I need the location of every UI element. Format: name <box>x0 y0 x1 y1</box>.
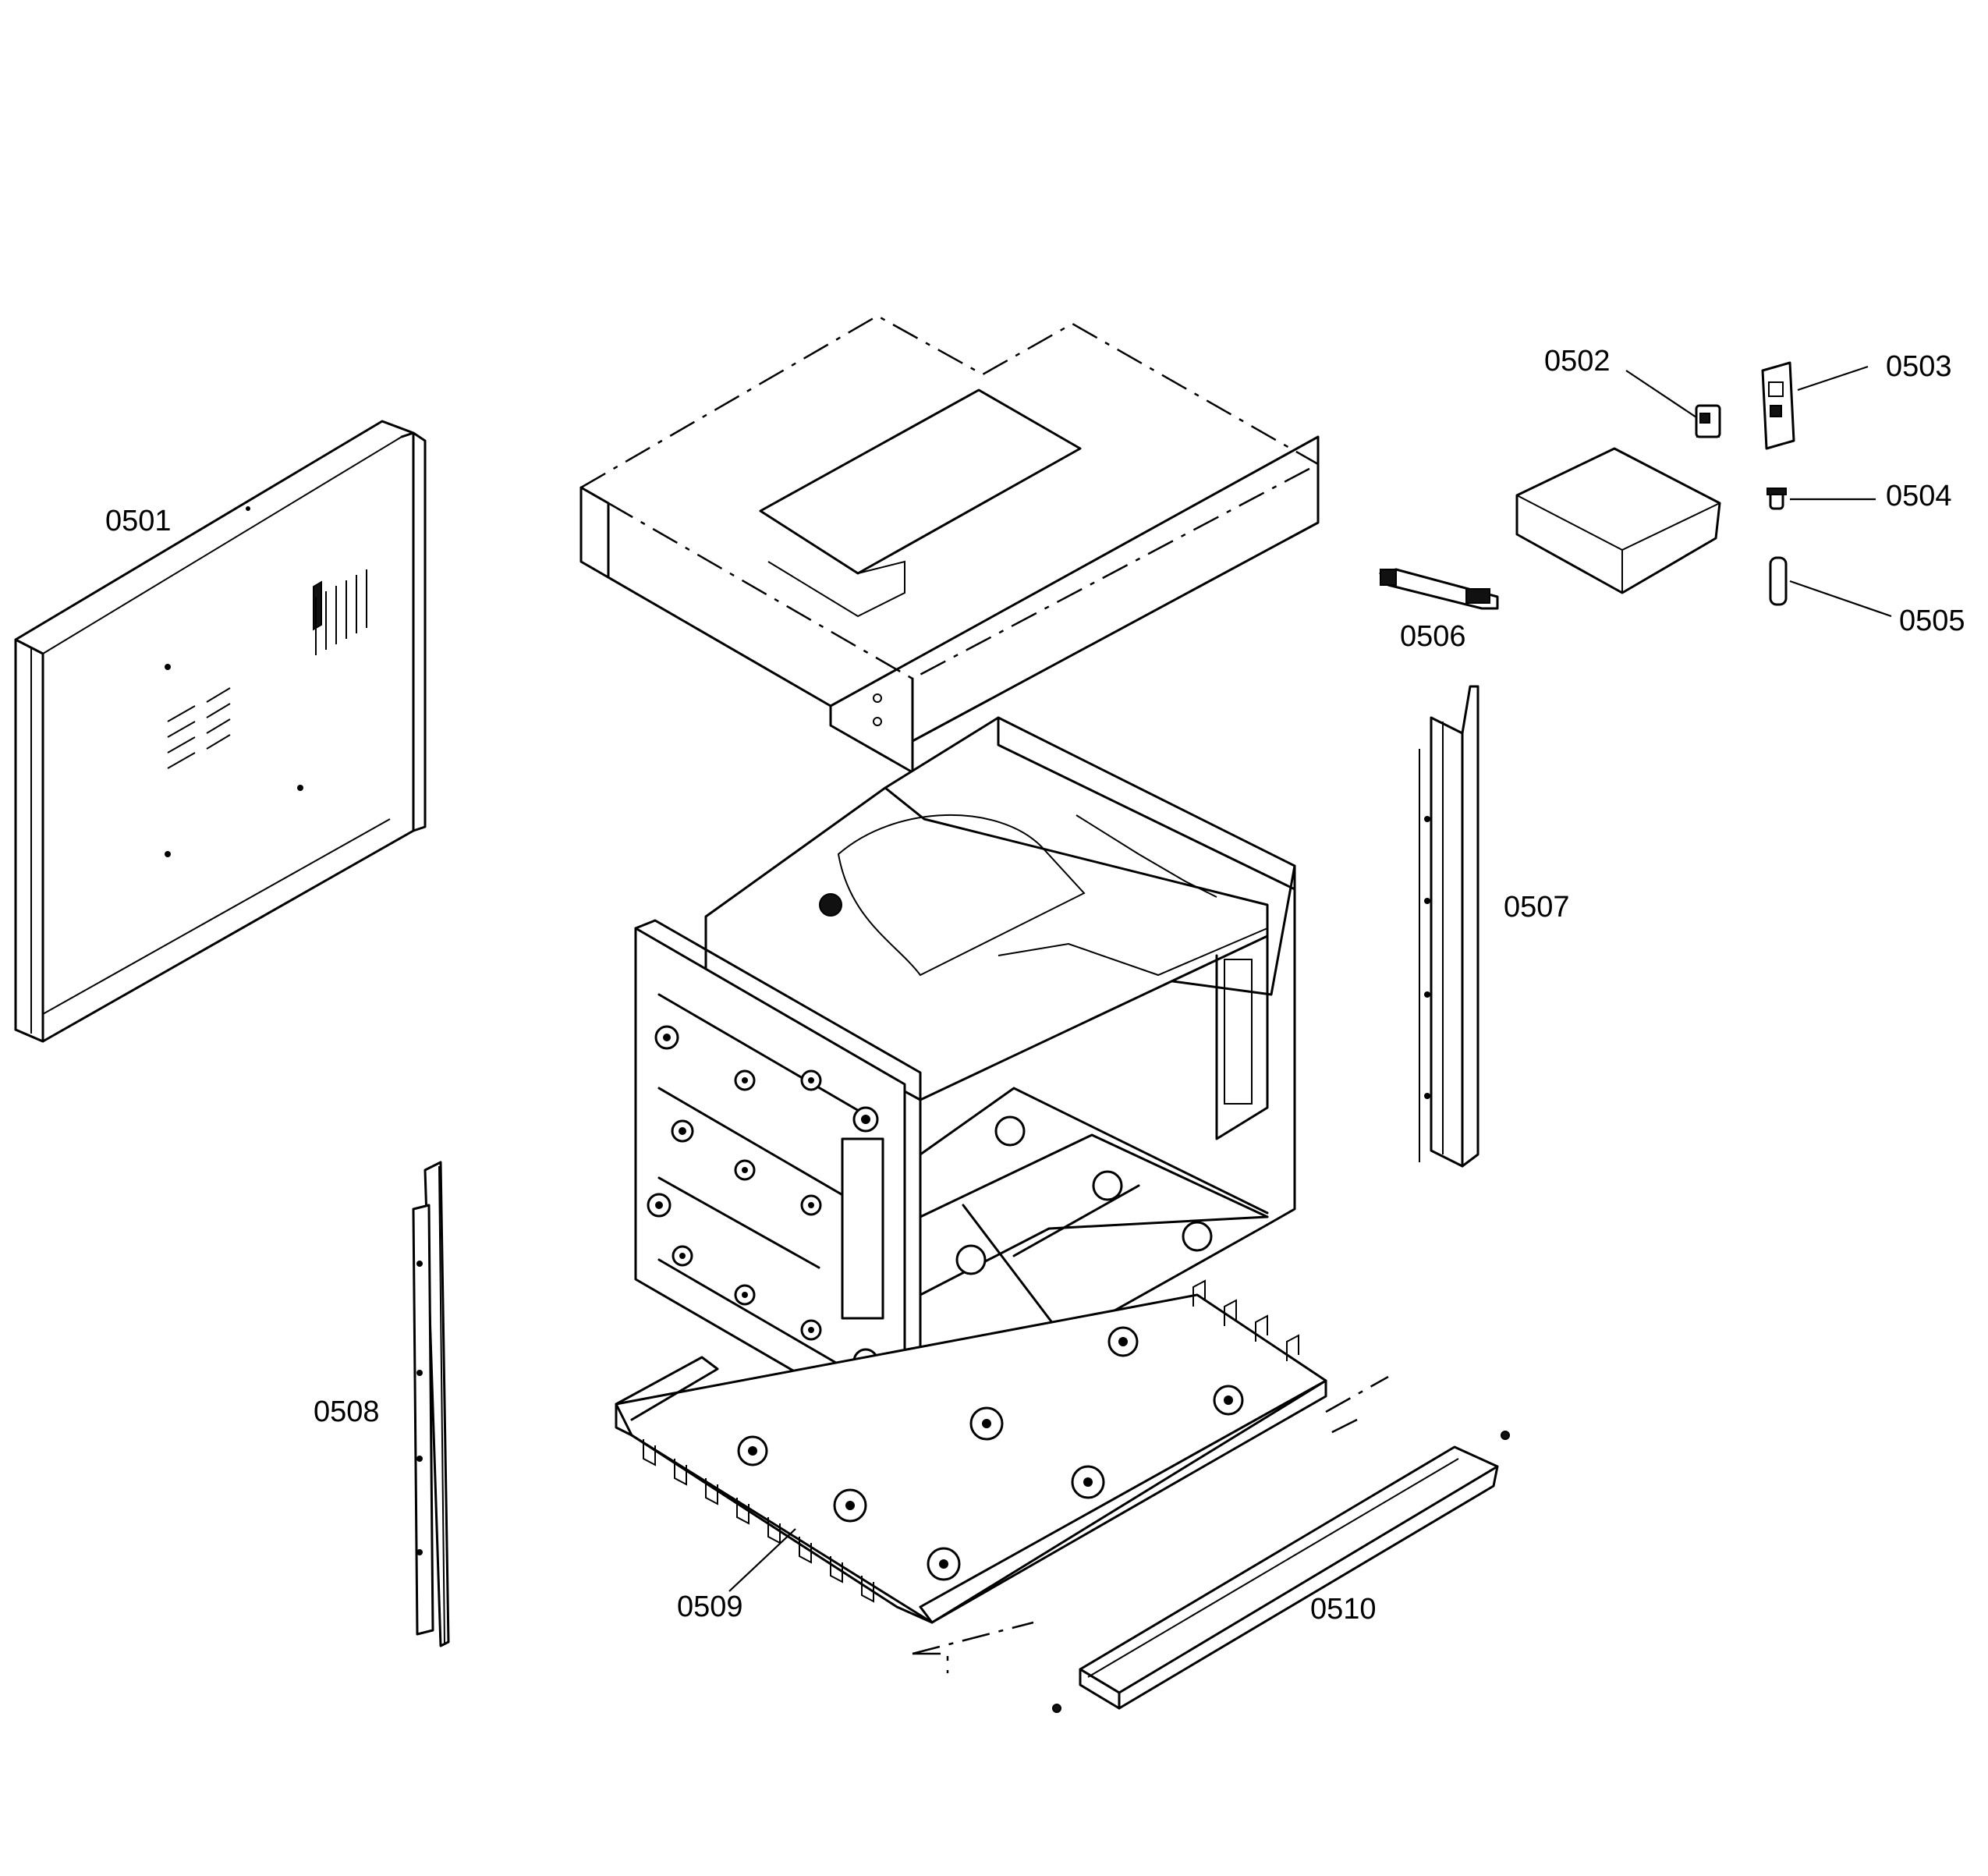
label-0501: 0501 <box>105 505 172 537</box>
label-0510: 0510 <box>1310 1593 1377 1626</box>
oven-cavity-frame <box>634 716 1296 1437</box>
part-0502 <box>1695 404 1721 438</box>
label-0504: 0504 <box>1886 480 1952 512</box>
side-panel-0501 <box>14 420 427 1043</box>
label-0509: 0509 <box>677 1591 743 1623</box>
part-0505 <box>1769 556 1788 606</box>
side-rail-0507 <box>1419 685 1479 1168</box>
label-0502: 0502 <box>1544 345 1611 378</box>
part-0506 <box>1379 568 1499 610</box>
part-labels: 0501 0502 0503 0504 0505 0506 0507 0508 … <box>105 345 1965 1626</box>
label-0505: 0505 <box>1899 605 1965 637</box>
top-cover <box>579 314 1320 774</box>
base-plate-0509 <box>615 1279 1327 1624</box>
part-0504 <box>1767 488 1787 510</box>
front-trim-0510 <box>912 1375 1510 1713</box>
part-0503 <box>1761 361 1795 450</box>
label-0508: 0508 <box>314 1395 380 1428</box>
bracket-cover <box>1515 447 1721 594</box>
leader-lines <box>728 365 1892 1592</box>
label-0507: 0507 <box>1504 891 1570 924</box>
label-0506: 0506 <box>1400 620 1466 653</box>
label-0503: 0503 <box>1886 350 1952 383</box>
side-rail-0508 <box>412 1161 450 1647</box>
